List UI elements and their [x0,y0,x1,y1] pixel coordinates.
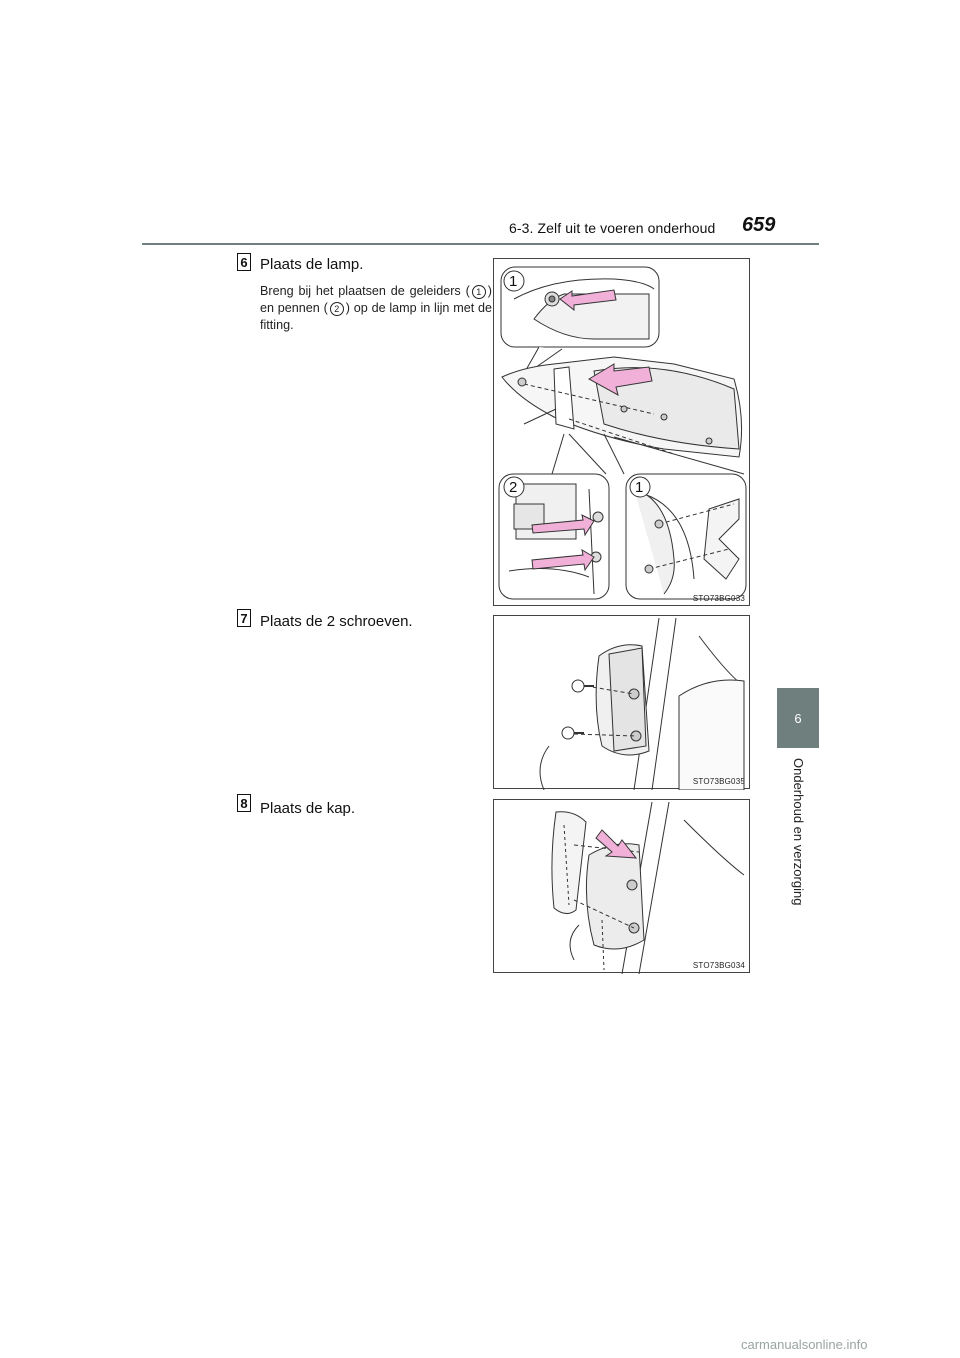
callout-1: 1 [471,285,486,299]
step-7-title: Plaats de 2 schroeven. [260,613,413,630]
lamp-install-illustration: 1 2 1 [498,266,747,600]
figure-code: STO73BG035 [692,777,745,786]
chapter-tab[interactable]: 6 [777,688,819,748]
figure-install-lamp: 1 2 1 STO73BG033 [493,258,750,606]
figure-install-screws: STO73BG035 [493,615,750,790]
chapter-number: 6 [794,710,802,726]
watermark[interactable]: carmanualsonline.info [741,1337,868,1352]
section-title: 6-3. Zelf uit te voeren onderhoud [509,220,716,236]
fig-label-2: 2 [509,479,517,496]
step-7-badge: 7 [237,609,251,627]
fig-label-1-top: 1 [509,273,517,290]
step-6-desc-part3: ) op de lamp in lijn met de fitting. [260,301,492,332]
step-6-badge: 6 [237,253,251,271]
step-6-desc-part1: Breng bij het plaatsen de geleiders ( [260,284,470,298]
step-6-desc-part2: ) en pennen ( [260,284,492,315]
chapter-title: Onderhoud en verzorging [791,758,806,906]
fig-label-1-bottom: 1 [635,479,643,496]
step-8-badge: 8 [237,794,251,812]
cover-illustration [551,801,745,974]
callout-2: 2 [329,302,344,316]
chapter-title-vertical: Onderhoud en verzorging [778,758,818,918]
screws-illustration [539,617,745,790]
figure-code: STO73BG034 [692,961,745,970]
step-6-description: Breng bij het plaatsen de geleiders (1) … [260,283,492,334]
page-number: 659 [742,214,776,236]
step-8-title: Plaats de kap. [260,800,356,817]
figure-code: STO73BG033 [692,594,745,603]
step-6-title: Plaats de lamp. [260,256,364,273]
figure-install-cover: STO73BG034 [493,799,750,974]
header-divider [142,243,819,245]
